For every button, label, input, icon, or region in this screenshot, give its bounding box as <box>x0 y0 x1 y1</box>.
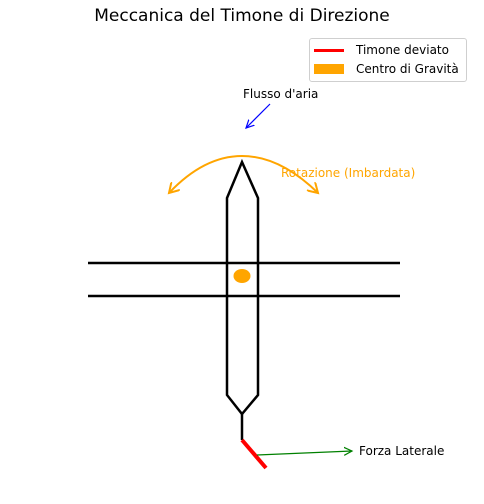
yaw-arrow-left <box>169 155 243 193</box>
legend-patch-swatch <box>314 64 344 74</box>
legend-line-swatch <box>314 48 344 52</box>
legend-item-cog: Centro di Gravità <box>314 60 459 78</box>
legend-label-cog: Centro di Gravità <box>356 62 459 76</box>
legend-item-rudder: Timone deviato <box>314 41 449 59</box>
lateral-force-arrow <box>256 451 352 455</box>
legend: Timone deviato Centro di Gravità <box>309 38 467 82</box>
diagram-title: Meccanica del Timone di Direzione <box>94 6 390 26</box>
center-of-gravity-marker <box>233 269 251 283</box>
yaw-arrow-right <box>241 155 318 193</box>
deflected-rudder <box>240 438 268 470</box>
airflow-arrow <box>246 103 271 128</box>
lateral-force-label: Forza Laterale <box>359 444 444 458</box>
airflow-label: Flusso d'aria <box>243 87 318 101</box>
fuselage <box>225 158 260 416</box>
legend-label-rudder: Timone deviato <box>356 43 449 57</box>
rotation-label: Rotazione (Imbardata) <box>281 166 415 180</box>
